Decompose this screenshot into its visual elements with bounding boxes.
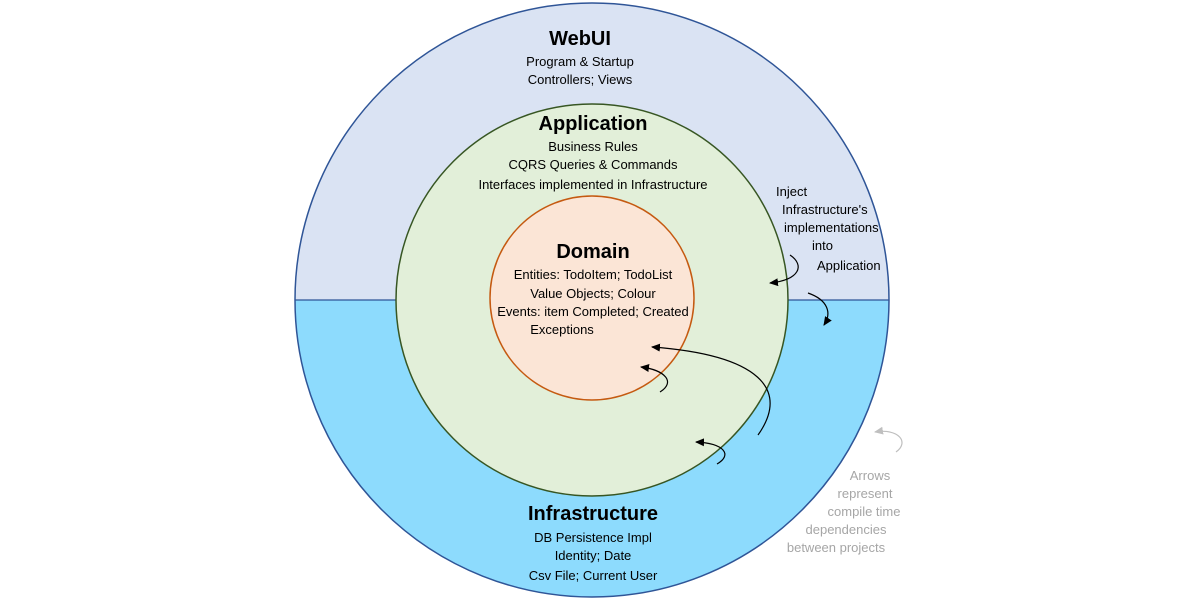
domain-circle [489, 195, 695, 401]
legend-arrow-icon [874, 426, 903, 453]
domain-line: Exceptions [530, 322, 594, 337]
infrastructure-to-domain-arrow [651, 343, 771, 436]
webui-line: Controllers; Views [528, 72, 633, 87]
application-title: Application [539, 113, 648, 135]
legend-line: compile time [828, 504, 901, 519]
legend-line: Arrows [850, 468, 891, 483]
injection-annotation-line: into [812, 238, 833, 253]
injection-annotation-line: Application [817, 258, 881, 273]
injection-annotation-line: Infrastructure's [782, 202, 868, 217]
domain-line: Value Objects; Colour [530, 286, 656, 301]
webui-line: Program & Startup [526, 54, 634, 69]
inject-arrow-to-application [769, 254, 799, 287]
outer-circle-border [294, 2, 890, 598]
inject-arrow-to-infrastructure [807, 292, 832, 326]
application-line: Interfaces implemented in Infrastructure [478, 177, 707, 192]
infrastructure-title: Infrastructure [528, 503, 658, 525]
infrastructure-line: DB Persistence Impl [534, 530, 652, 545]
infrastructure-line: Csv File; Current User [529, 568, 658, 583]
webui-title: WebUI [549, 28, 611, 50]
legend-line: dependencies [806, 522, 887, 537]
legend-line: between projects [787, 540, 886, 555]
domain-line: Events: item Completed; Created [497, 304, 688, 319]
domain-line: Entities: TodoItem; TodoList [514, 267, 673, 282]
legend-line: represent [838, 486, 893, 501]
application-line: Business Rules [548, 139, 638, 154]
injection-annotation-line: implementations [784, 220, 879, 235]
infrastructure-line: Identity; Date [555, 548, 632, 563]
domain-title: Domain [556, 241, 629, 263]
application-line: CQRS Queries & Commands [508, 157, 678, 172]
application-to-domain-arrow [640, 364, 668, 393]
infrastructure-to-application-arrow [695, 438, 726, 465]
injection-annotation-line: Inject [776, 184, 807, 199]
